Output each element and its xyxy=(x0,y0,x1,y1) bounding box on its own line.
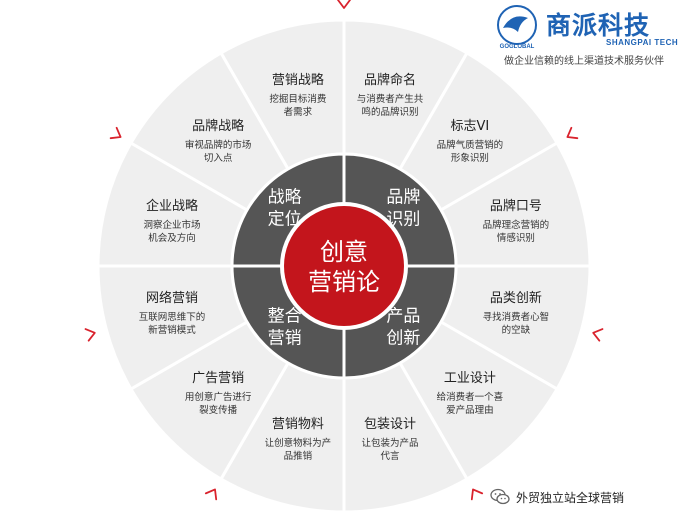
svg-text:GOGLOBAL: GOGLOBAL xyxy=(500,44,535,50)
chevron-arrow-icon xyxy=(109,126,122,140)
segment-title: 营销战略 xyxy=(272,72,324,88)
segment-title: 标志VI xyxy=(450,119,489,134)
center-title-line2: 营销论 xyxy=(308,268,380,296)
segment-title: 工业设计 xyxy=(444,371,496,386)
segment-desc: 用创意广告进行 xyxy=(185,391,252,403)
quadrant-label: 产品 xyxy=(386,306,420,326)
logo-name-en: SHANGPAI TECH xyxy=(606,38,679,47)
segment-title: 网络营销 xyxy=(146,290,198,306)
segment-desc: 与消费者产生共 xyxy=(357,93,424,105)
chevron-arrow-icon xyxy=(592,328,604,342)
segment-desc: 代言 xyxy=(381,450,401,462)
segment-desc: 洞察企业市场 xyxy=(144,219,201,231)
shangpai-logo: GOGLOBAL 商派科技 SHANGPAI TECH 做企业信赖的线上渠道技术… xyxy=(488,4,688,67)
segment-title: 企业战略 xyxy=(146,198,198,214)
quadrant-label: 战略 xyxy=(268,188,302,208)
segment-desc: 审视品牌的市场 xyxy=(185,139,252,151)
gogoblal-globe-icon: GOGLOBAL xyxy=(497,5,537,50)
segment-desc: 互联网思维下的 xyxy=(139,311,206,323)
segment-title: 品牌口号 xyxy=(490,198,542,214)
chevron-arrow-icon xyxy=(84,328,96,342)
segment-desc: 品牌气质营销的 xyxy=(437,139,504,151)
outer-ring: 营销战略挖掘目标消费者需求品牌命名与消费者产生共鸣的品牌识别标志VI品牌气质营销… xyxy=(96,18,592,514)
chevron-arrow-icon xyxy=(204,488,218,501)
wechat-icon xyxy=(490,488,510,505)
logo-tagline: 做企业信赖的线上渠道技术服务伙伴 xyxy=(504,56,664,67)
segment-desc: 的空缺 xyxy=(502,324,531,336)
quadrant-label: 整合 xyxy=(268,306,302,326)
segment-title: 品牌命名 xyxy=(364,72,416,88)
segment-desc: 寻找消费者心智 xyxy=(483,311,550,323)
segment-title: 品牌战略 xyxy=(192,118,244,134)
segment-desc: 爱产品理由 xyxy=(446,404,494,416)
segment-title: 品类创新 xyxy=(490,290,542,306)
segment-title: 广告营销 xyxy=(192,371,244,386)
segment-desc: 情感识别 xyxy=(497,232,535,244)
segment-desc: 者需求 xyxy=(284,106,313,118)
quadrant-label: 营销 xyxy=(268,328,302,348)
wechat-watermark: 外贸独立站全球营销 xyxy=(490,486,624,508)
segment-desc: 品牌理念营销的 xyxy=(483,219,550,231)
quadrant-label: 品牌 xyxy=(386,188,420,208)
chevron-arrow-icon xyxy=(337,0,351,9)
center-disc xyxy=(284,206,404,326)
segment-desc: 给消费者一个喜 xyxy=(437,391,504,403)
segment-desc: 挖掘目标消费 xyxy=(269,93,326,105)
quadrant-label: 创新 xyxy=(386,328,420,348)
center-title-line1: 创意 xyxy=(320,238,368,266)
watermark-text: 外贸独立站全球营销 xyxy=(516,490,625,505)
quadrant-label: 识别 xyxy=(386,210,420,230)
segment-title: 包装设计 xyxy=(364,417,416,432)
segment-desc: 让创意物料为产 xyxy=(265,437,332,449)
arrow-ring xyxy=(84,0,604,501)
segment-desc: 机会及方向 xyxy=(148,232,196,244)
segment-desc: 切入点 xyxy=(204,153,233,164)
segment-title: 营销物料 xyxy=(272,417,324,432)
logo-name-cn: 商派科技 xyxy=(546,11,651,40)
segment-desc: 裂变传播 xyxy=(199,404,238,416)
chevron-arrow-icon xyxy=(566,126,579,140)
quadrant-label: 定位 xyxy=(268,210,302,230)
chevron-arrow-icon xyxy=(470,488,484,501)
segment-desc: 让包装为产品 xyxy=(362,437,419,449)
segment-desc: 品推销 xyxy=(284,450,313,462)
segment-desc: 鸣的品牌识别 xyxy=(362,106,419,118)
segment-desc: 形象识别 xyxy=(451,152,489,164)
segment-desc: 新营销模式 xyxy=(148,324,196,336)
